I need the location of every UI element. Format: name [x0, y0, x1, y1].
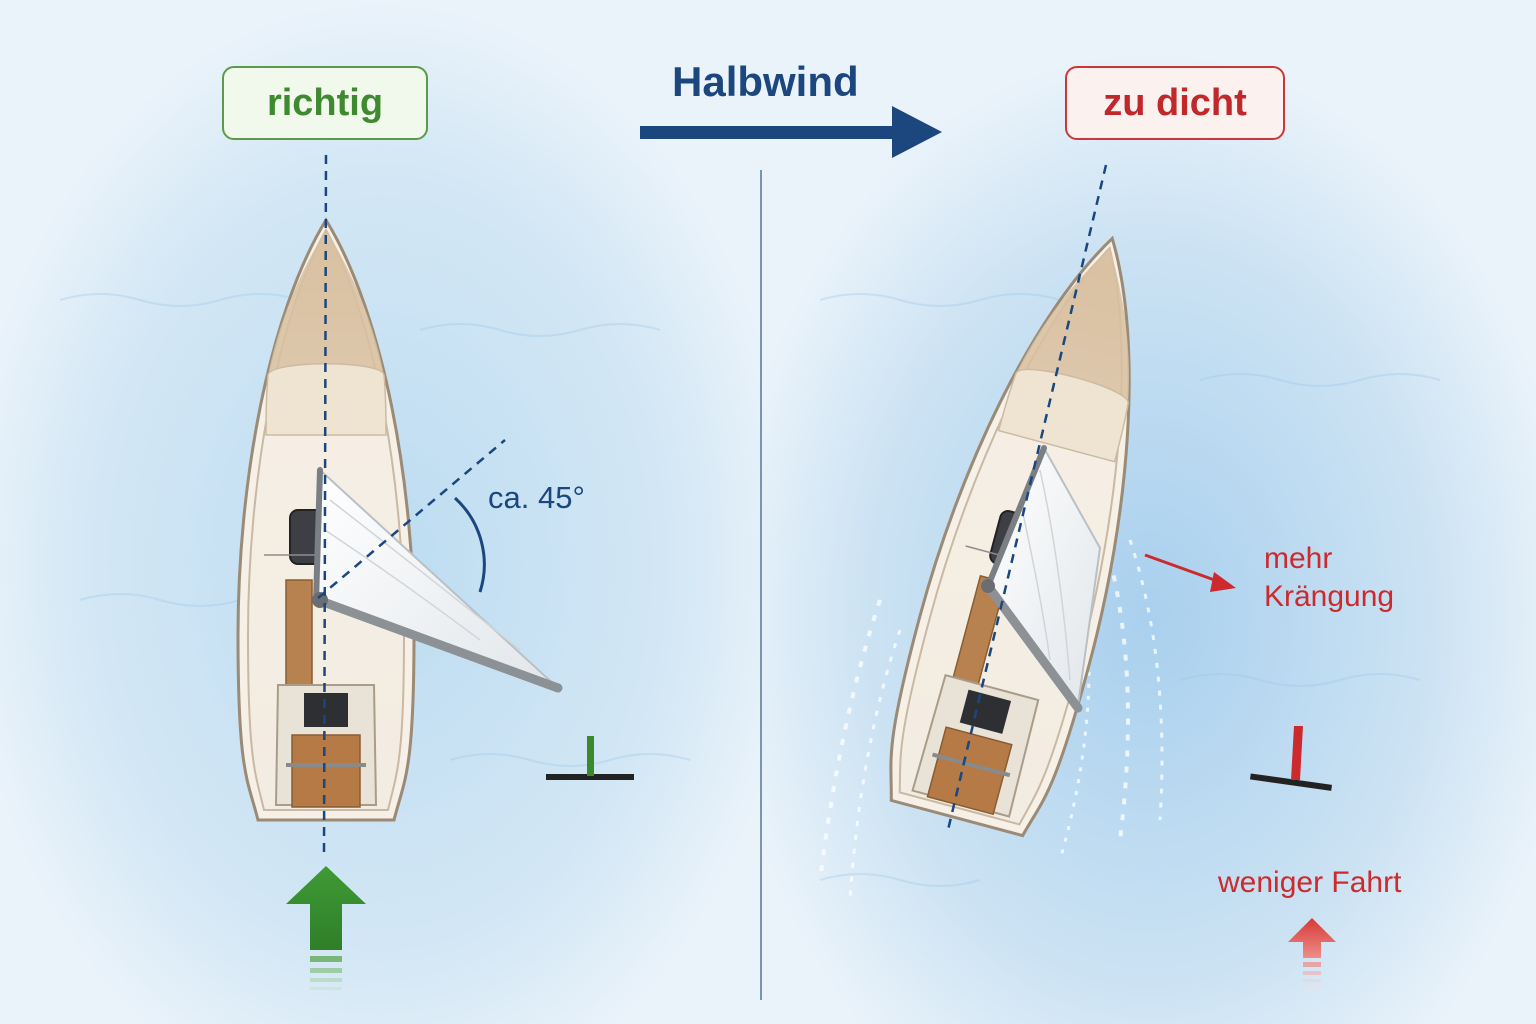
centerline-correct: [322, 154, 328, 856]
heel-arrow: [1144, 553, 1236, 592]
sail-correct: [312, 467, 563, 693]
wind-direction-label: Halbwind: [672, 58, 859, 105]
label-zu-dicht: zu dicht: [1065, 66, 1285, 140]
sail-too-tight: [981, 445, 1102, 713]
heel-label-line1: mehr: [1264, 542, 1333, 575]
label-richtig: richtig: [222, 66, 428, 140]
speed-arrow-forward: [286, 866, 366, 990]
heel-label-line2: Krängung: [1264, 580, 1395, 613]
heel-symbol-upright: [546, 736, 634, 780]
heel-symbol-heeled: [1249, 726, 1333, 791]
centerline-too-tight: [946, 164, 1108, 831]
wind-arrow: [640, 106, 942, 158]
angle-label: ca. 45°: [488, 480, 585, 515]
heel-label: mehr Krängung: [1264, 540, 1394, 616]
angle-indicator: [317, 439, 506, 599]
spray-foam: [818, 539, 1164, 901]
water-right: [762, 0, 1536, 1024]
speed-arrow-weak: [1288, 918, 1336, 989]
speed-label: weniger Fahrt: [1218, 866, 1402, 899]
water-ripples: [59, 293, 1441, 887]
